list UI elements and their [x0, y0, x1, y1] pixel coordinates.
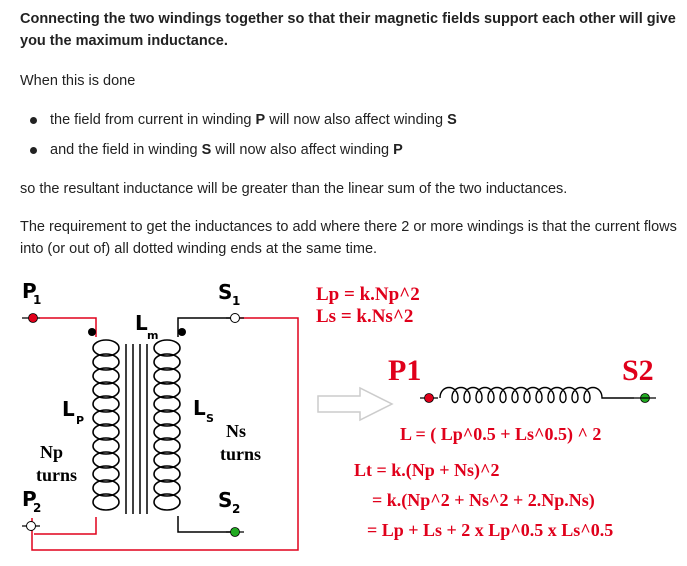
terminal-p2-icon	[22, 521, 40, 531]
equation-ls: Ls = k.Ns^2	[316, 306, 413, 327]
svg-text:1: 1	[33, 293, 41, 307]
p1-right-label: P1	[388, 354, 421, 387]
lt-formula-2: = k.(Np^2 + Ns^2 + 2.Np.Ns)	[372, 490, 595, 511]
svg-text:L: L	[135, 311, 148, 335]
svg-text:1: 1	[232, 294, 240, 308]
secondary-coil	[153, 339, 181, 511]
bullet-text: and the field in winding S will now also…	[50, 142, 403, 158]
arrow-icon	[317, 386, 394, 422]
terminal-label-s2: S 2	[218, 488, 240, 516]
svg-text:S: S	[206, 412, 214, 425]
bullet-item-2: and the field in winding S will now also…	[30, 140, 403, 160]
np-turns-label: turns	[36, 465, 77, 485]
resultant-note: so the resultant inductance will be grea…	[20, 181, 568, 197]
svg-text:L: L	[62, 397, 75, 421]
series-coil	[420, 386, 656, 404]
svg-text:m: m	[147, 329, 158, 342]
ns-turns-label: turns	[220, 444, 261, 464]
intro-when: When this is done	[20, 73, 136, 89]
svg-text:P: P	[76, 414, 84, 427]
terminal-p1-icon	[22, 313, 40, 323]
bullet-dot-icon	[30, 147, 37, 154]
terminal-label-p2: P 2	[22, 487, 41, 515]
terminal-s1-icon	[226, 313, 244, 323]
polarity-dot-primary-icon	[88, 328, 96, 336]
svg-text:2: 2	[232, 502, 240, 516]
svg-text:2: 2	[33, 501, 41, 515]
np-label: Np	[40, 442, 63, 462]
lm-label: L m	[135, 311, 158, 342]
svg-text:P: P	[22, 487, 37, 511]
lp-label: L P	[62, 397, 84, 427]
intro-lead: Connecting the two windings together so …	[20, 11, 676, 49]
red-wires	[31, 317, 299, 551]
terminal-s2-icon	[226, 527, 244, 537]
sum-formula: L = ( Lp^0.5 + Ls^0.5) ^ 2	[400, 424, 601, 445]
terminal-label-s1: S 1	[218, 280, 240, 308]
svg-text:S: S	[218, 488, 232, 512]
primary-coil	[92, 339, 120, 511]
lt-formula-3: = Lp + Ls + 2 x Lp^0.5 x Ls^0.5	[367, 520, 613, 540]
s2-right-label: S2	[622, 354, 654, 387]
ns-label: Ns	[226, 421, 246, 441]
lt-formula-1: Lt = k.(Np + Ns)^2	[354, 460, 500, 481]
polarity-dot-secondary-icon	[178, 328, 186, 336]
equation-lp: Lp = k.Np^2	[316, 284, 420, 305]
ls-label: L S	[193, 396, 214, 425]
transformer-core	[125, 344, 148, 514]
bullet-item-1: the field from current in winding P will…	[30, 110, 457, 130]
transformer-diagram: P 1 S 1 P 2 S 2 L m L P L S	[22, 279, 656, 551]
black-wires	[177, 317, 232, 533]
svg-text:L: L	[193, 396, 206, 420]
svg-text:S: S	[218, 280, 232, 304]
svg-text:P: P	[22, 279, 37, 303]
terminal-label-p1: P 1	[22, 279, 41, 307]
requirement-note: The requirement to get the inductances t…	[20, 219, 677, 257]
bullet-text: the field from current in winding P will…	[50, 112, 457, 128]
bullet-dot-icon	[30, 117, 37, 124]
